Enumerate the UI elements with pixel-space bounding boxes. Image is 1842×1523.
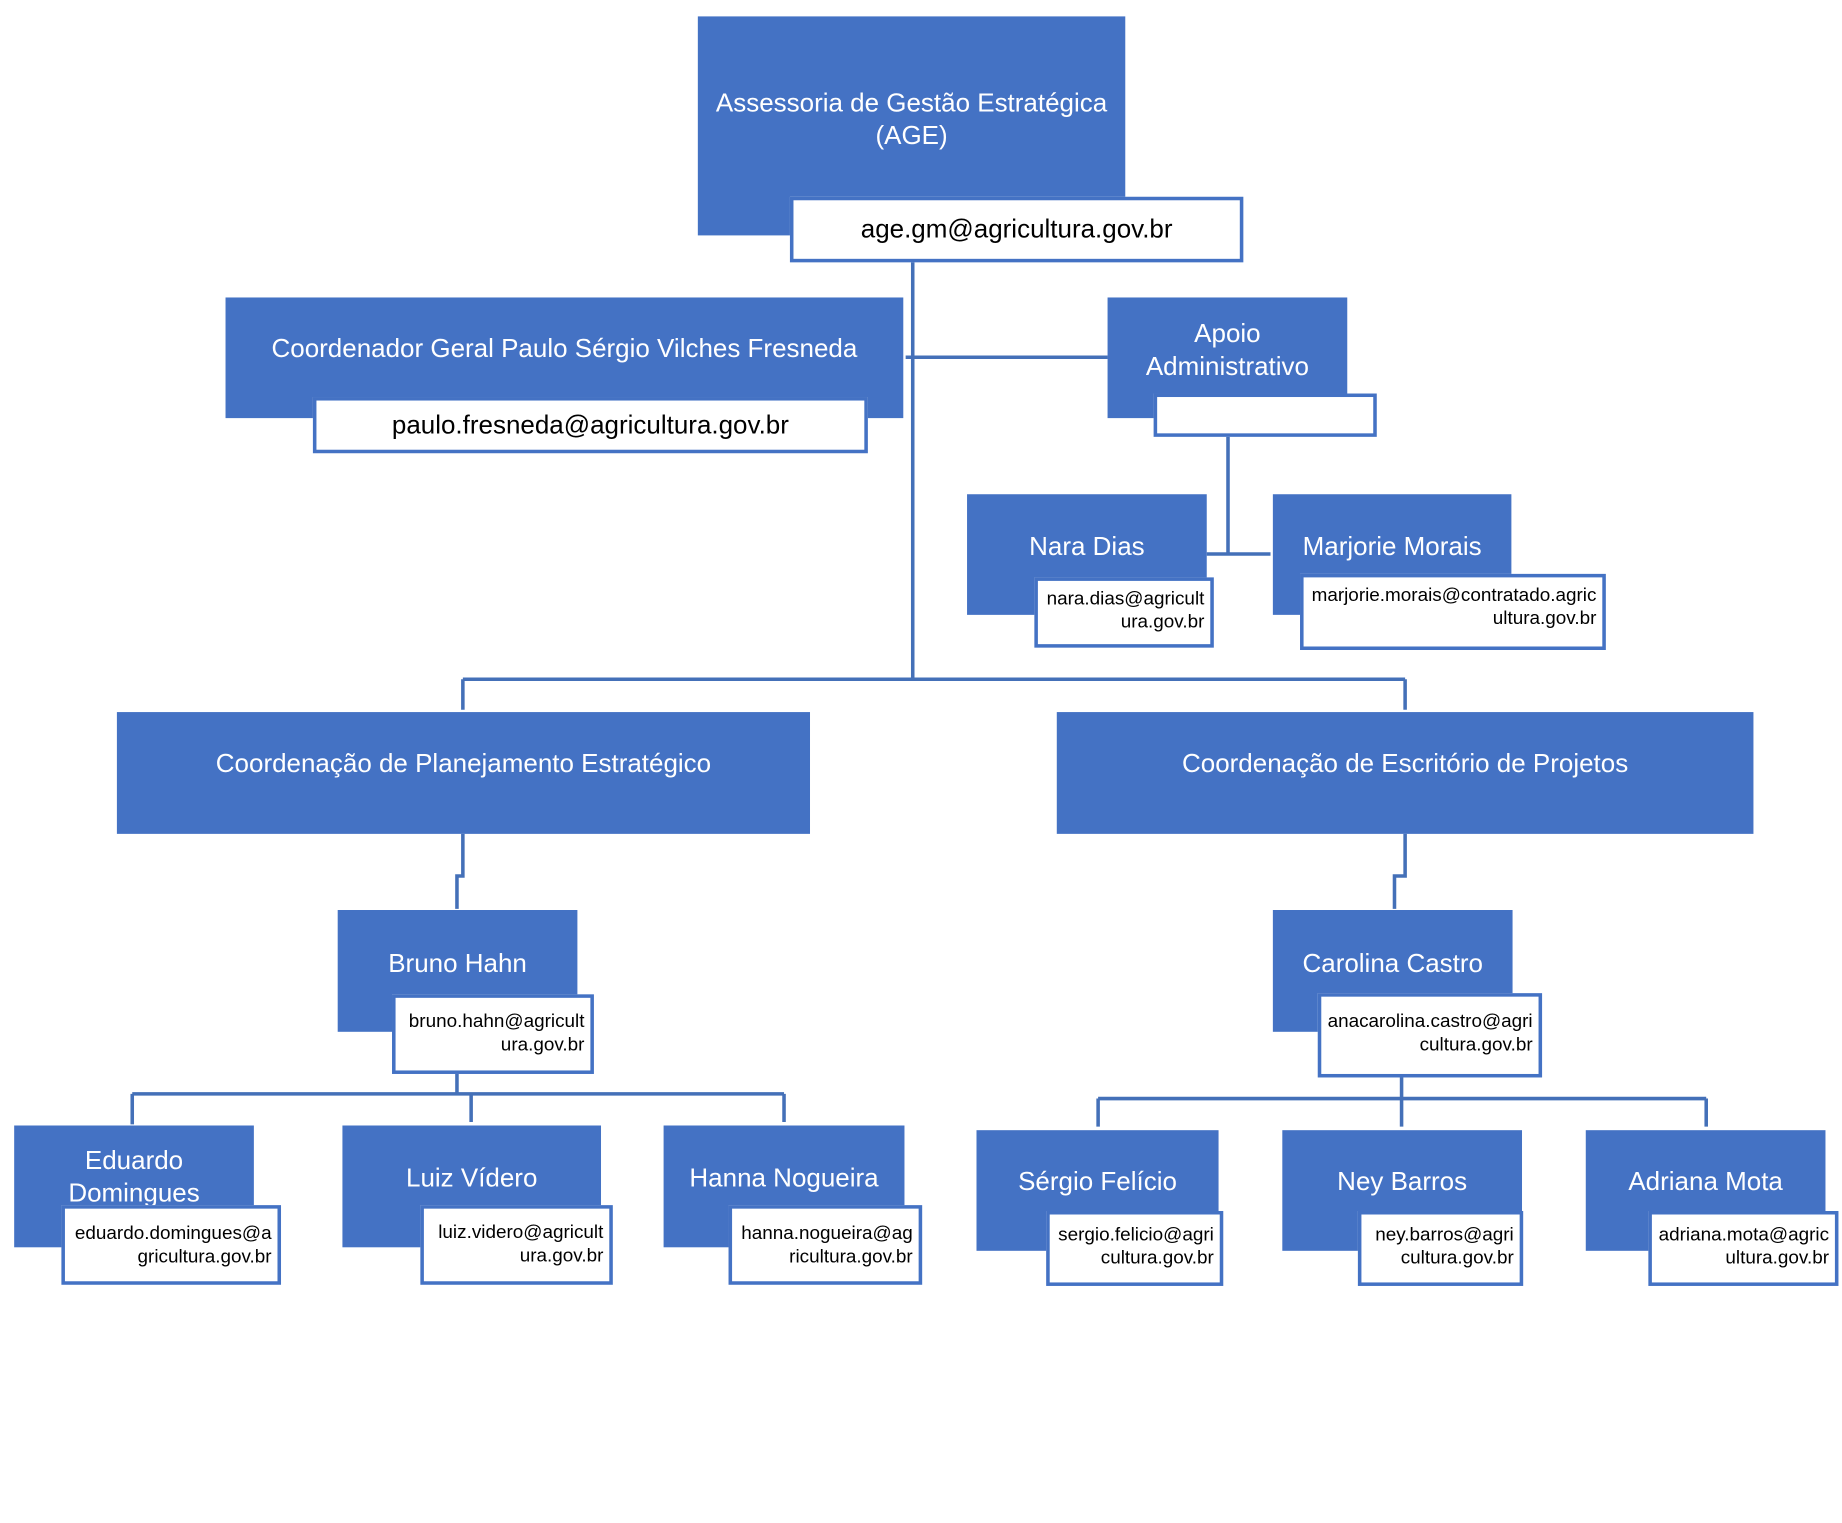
planning-title: Coordenação de Planejamento Estratégico (215, 748, 712, 778)
planning-member-email: luiz.videro@agricultura.gov.br (420, 1205, 613, 1285)
root-title: Assessoria de Gestão Estratégica (AGE) (715, 87, 1108, 150)
projects-coordination-box: Coordenação de Escritório de Projetos (1056, 712, 1754, 834)
support-member-email: marjorie.morais@contratado.agricultura.g… (1300, 573, 1606, 650)
planning-member-name: Luiz Vídero (406, 1162, 538, 1193)
coordinator-title: Coordenador Geral Paulo Sérgio Vilches F… (271, 333, 858, 363)
connector-projects-lead (1392, 833, 1407, 909)
projects-member-name: Adriana Mota (1628, 1166, 1783, 1196)
connector-coordinations (461, 677, 1407, 710)
planning-coordination-box: Coordenação de Planejamento Estratégico (116, 712, 811, 834)
projects-lead-name: Carolina Castro (1302, 948, 1483, 978)
planning-lead-name: Bruno Hahn (388, 948, 527, 978)
planning-member-email: eduardo.domingues@agricultura.gov.br (61, 1205, 282, 1285)
planning-member-name: Eduardo Domingues (68, 1145, 200, 1207)
projects-member-email: adriana.mota@agricultura.gov.br (1648, 1210, 1839, 1286)
projects-member-name: Ney Barros (1337, 1166, 1468, 1196)
support-member-name: Nara Dias (1029, 531, 1145, 561)
support-member-email: nara.dias@agricultura.gov.br (1034, 577, 1214, 648)
support-title: Apoio Administrativo (1145, 318, 1309, 381)
projects-member-email: ney.barros@agricultura.gov.br (1357, 1210, 1524, 1286)
connector-planning-members (130, 1073, 786, 1125)
projects-member-name: Sérgio Felício (1018, 1166, 1177, 1196)
root-box: Assessoria de Gestão Estratégica (AGE) (697, 16, 1126, 236)
support-email (1153, 393, 1377, 437)
planning-member-name: Hanna Nogueira (689, 1162, 879, 1193)
root-email: age.gm@agricultura.gov.br (789, 196, 1244, 263)
connector-planning-lead (455, 833, 465, 909)
planning-member-email: hanna.nogueira@agricultura.gov.br (728, 1205, 923, 1285)
projects-member-email: sergio.felicio@agricultura.gov.br (1046, 1210, 1224, 1286)
connector-lines (130, 260, 1708, 1127)
planning-lead-email: bruno.hahn@agricultura.gov.br (392, 994, 594, 1074)
projects-lead-email: anacarolina.castro@agricultura.gov.br (1317, 993, 1543, 1078)
connector-support-members (1206, 435, 1271, 556)
projects-title: Coordenação de Escritório de Projetos (1182, 748, 1629, 778)
support-member-name: Marjorie Morais (1302, 531, 1482, 561)
connector-projects-members (1096, 1077, 1708, 1127)
coordinator-email: paulo.fresneda@agricultura.gov.br (312, 397, 868, 454)
